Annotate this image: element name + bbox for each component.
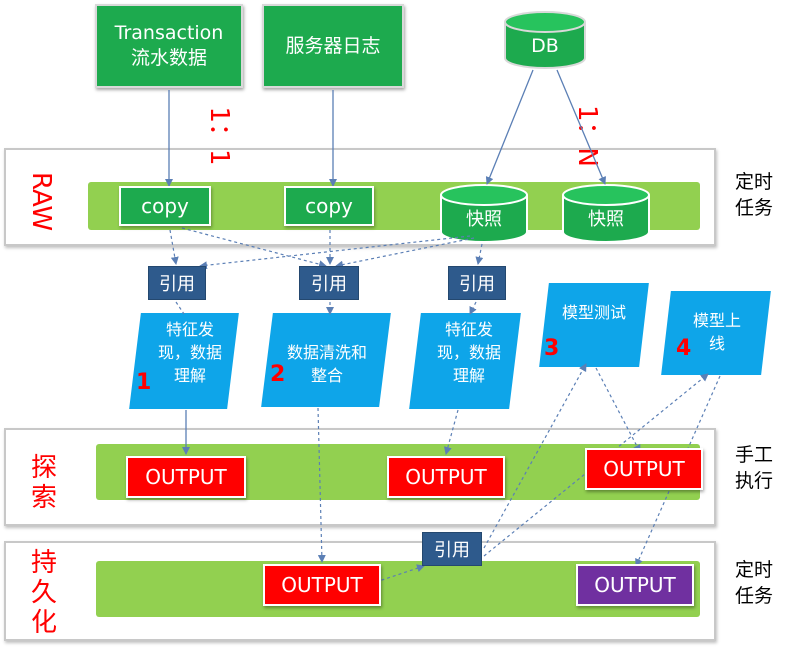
arrow-db-snapshot1 <box>485 69 534 185</box>
process-text-1: 特征发现，数据理解 <box>157 320 222 385</box>
copy-box-1: copy <box>119 186 211 226</box>
transaction-title: Transaction <box>114 22 224 44</box>
process-shape-1 <box>126 311 242 411</box>
transaction-subtitle: 流水数据 <box>130 47 207 69</box>
dash-ref4-p4 <box>483 363 587 549</box>
snapshot-label-2: 快照 <box>588 209 624 230</box>
dash-p2-output <box>317 407 326 563</box>
snapshot-cylinder-1: 快照 <box>440 184 528 243</box>
process-text-3: 特征发现，数据理解 <box>436 320 501 385</box>
explore-mode-label: 手工执行 <box>734 442 774 494</box>
dash-snap-ref1 <box>199 235 471 270</box>
transaction-source-box: Transaction 流水数据 <box>95 4 243 88</box>
process-shape-2 <box>258 311 394 409</box>
explore-output-3: OUTPUT <box>585 448 703 490</box>
snapshot-cylinder-2: 快照 <box>562 184 650 243</box>
process-number-2: 2 <box>270 362 286 387</box>
explore-output-2: OUTPUT <box>387 456 505 498</box>
persist-output-2: OUTPUT <box>576 564 694 606</box>
process-number-4: 3 <box>544 336 560 361</box>
db-label: DB <box>531 35 559 57</box>
explore-output-1: OUTPUT <box>126 456 246 498</box>
dash-copy1-ref1 <box>169 229 179 265</box>
dash-p4-output <box>595 367 641 453</box>
dash-copy1-ref2 <box>181 227 327 269</box>
persist-output-1: OUTPUT <box>263 564 381 606</box>
raw-schedule-label: 定时任务 <box>734 169 774 221</box>
process-text-2: 数据清洗和整合 <box>286 343 367 385</box>
db-cylinder: DB <box>504 11 586 69</box>
persist-schedule-text: 定时任务 <box>734 559 773 607</box>
process-number-5: 4 <box>676 336 692 361</box>
ref-box-1: 引用 <box>148 266 206 300</box>
process-shape-3 <box>406 311 524 411</box>
persist-schedule-label: 定时任务 <box>734 557 774 609</box>
snapshot-label-1: 快照 <box>466 209 502 230</box>
server-log-label: 服务器日志 <box>285 34 381 57</box>
dash-p3-output <box>443 409 459 455</box>
ref-box-4: 引用 <box>422 532 482 566</box>
dash-snap-ref2 <box>335 237 475 269</box>
copy-box-2: copy <box>284 186 374 226</box>
explore-layer-text: 探索 <box>30 453 57 513</box>
persist-layer-label: 持久化 <box>30 548 60 638</box>
server-log-source-box: 服务器日志 <box>262 4 404 88</box>
explore-layer-label: 探索 <box>30 453 60 513</box>
raw-schedule-text: 定时任务 <box>734 171 773 219</box>
arrow-db-snapshot2 <box>556 69 606 185</box>
dash-snap-ref3 <box>475 243 484 265</box>
process-shape-5 <box>658 289 774 377</box>
explore-mode-text: 手工执行 <box>734 444 773 492</box>
dash-ref3-p3 <box>469 301 477 315</box>
process-text-4: 模型测试 <box>562 303 627 322</box>
persist-layer-text: 持久化 <box>30 548 57 638</box>
process-text-5: 模型上线 <box>692 311 741 353</box>
dash-ref1-p1 <box>175 301 185 315</box>
process-shape-4 <box>536 281 652 369</box>
process-number-1: 1 <box>136 370 152 395</box>
ref-box-2: 引用 <box>299 266 359 300</box>
ref-box-3: 引用 <box>448 266 506 300</box>
